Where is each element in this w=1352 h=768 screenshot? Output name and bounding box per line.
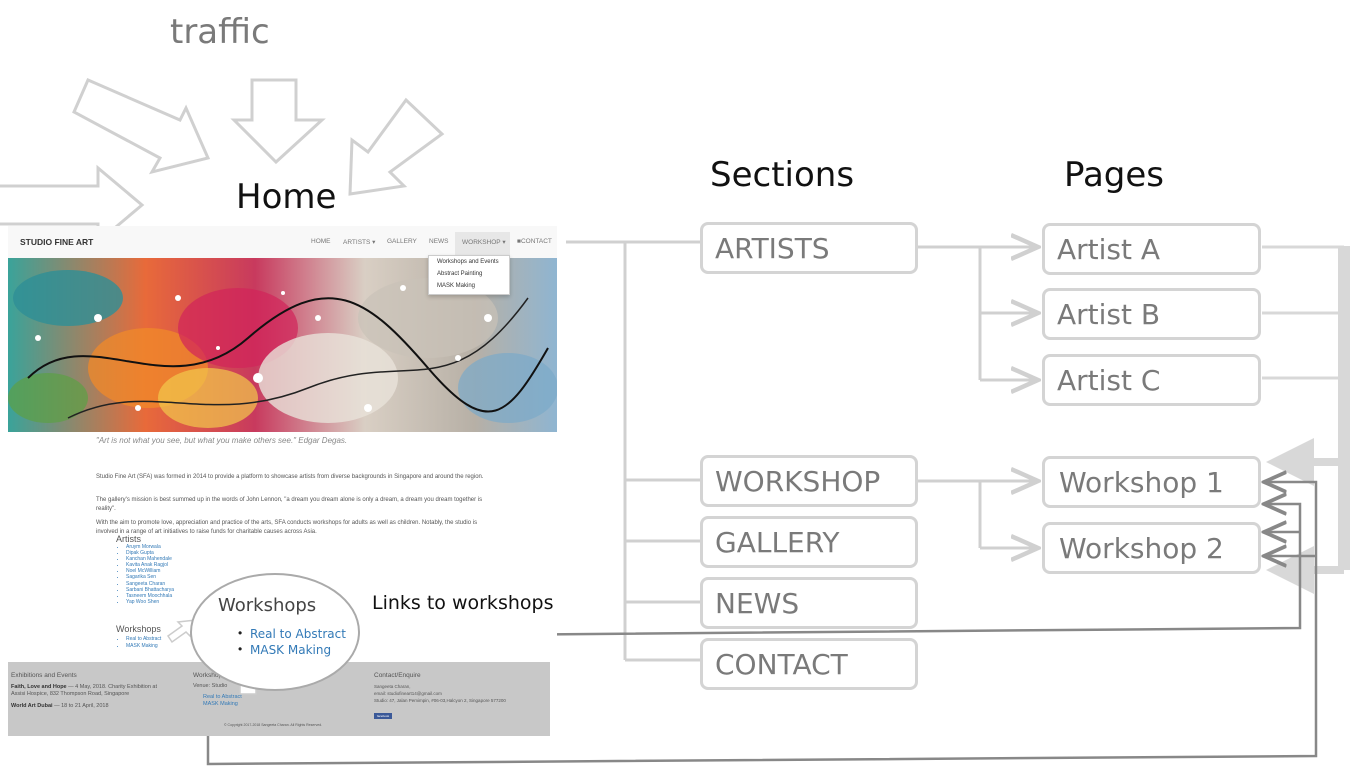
dropdown-item[interactable]: MASK Making	[437, 283, 476, 289]
site-brand[interactable]: STUDIO FINE ART	[20, 237, 94, 247]
footer-contact-address: Studio: 47, Jalan Pemimpin, #06-03,Halcy…	[374, 698, 506, 703]
artist-link[interactable]: Kanchan Mahendale	[126, 556, 174, 562]
workshops-heading: Workshops	[116, 624, 161, 634]
footer-workshop-link[interactable]: Real to Abstract	[203, 694, 242, 700]
workshop-link[interactable]: MASK Making	[126, 643, 161, 650]
page-box-artist-c: Artist C	[1042, 354, 1261, 406]
about-paragraph: Studio Fine Art (SFA) was formed in 2014…	[96, 474, 484, 480]
workshop-link[interactable]: Real to Abstract	[126, 636, 161, 643]
nav-contact-label: CONTACT	[520, 238, 552, 245]
page-label: Workshop 2	[1059, 531, 1224, 565]
event-name: World Art Dubai	[11, 703, 53, 709]
about-paragraph: The gallery's mission is best summed up …	[96, 497, 483, 512]
abstract-painting-image	[8, 258, 557, 432]
links-to-workshops-label: Links to workshops	[372, 592, 554, 614]
footer-workshops-title: Workshops	[193, 672, 226, 679]
section-label: NEWS	[715, 586, 800, 620]
section-box-gallery: GALLERY	[700, 516, 918, 568]
nav-contact[interactable]: ■CONTACT	[517, 238, 552, 245]
section-label: WORKSHOP	[715, 464, 881, 498]
footer-events-title: Exhibitions and Events	[11, 672, 77, 679]
artist-link[interactable]: Sagarika Sen	[126, 574, 174, 580]
sections-label: Sections	[710, 155, 855, 195]
artists-list: Aruym Morwala Dipak Gupta Kanchan Mahend…	[114, 544, 174, 605]
footer-workshop-link[interactable]: MASK Making	[203, 701, 238, 707]
artist-link[interactable]: Kavita Anak Ragjol	[126, 562, 174, 568]
section-box-artists: ARTISTS	[700, 222, 918, 274]
page-label: Workshop 1	[1059, 465, 1224, 499]
artist-link[interactable]: Aruym Morwala	[126, 544, 174, 550]
bullet-icon: •	[238, 626, 243, 640]
nav-artists[interactable]: ARTISTS ▾	[343, 239, 376, 246]
workshops-list: Real to Abstract MASK Making	[114, 636, 161, 650]
home-label: Home	[236, 177, 337, 217]
event-details: — 4 May, 2018. Charity Exhibition at Ass…	[11, 684, 158, 697]
footer-venue: Venue: Studio	[193, 683, 228, 689]
callout-link-real-to-abstract[interactable]: Real to Abstract	[250, 627, 346, 641]
page-label: Artist C	[1057, 363, 1161, 397]
page-label: Artist A	[1057, 232, 1161, 266]
about-paragraph: With the aim to promote love, appreciati…	[96, 520, 478, 535]
page-box-workshop-1: Workshop 1	[1042, 456, 1261, 508]
footer-contact-email[interactable]: email: studiofineart14@gmail.com	[374, 691, 442, 696]
artist-link[interactable]: Sangeeta Charan	[126, 581, 174, 587]
section-box-workshop: WORKSHOP	[700, 455, 918, 507]
section-label: CONTACT	[715, 647, 848, 681]
bullet-icon: •	[238, 642, 243, 656]
artist-link[interactable]: Dipak Gupta	[126, 550, 174, 556]
nav-news[interactable]: NEWS	[429, 238, 449, 245]
dropdown-item[interactable]: Workshops and Events	[437, 259, 499, 265]
page-label: Artist B	[1057, 297, 1161, 331]
hero-painting	[8, 258, 557, 432]
nav-home[interactable]: HOME	[311, 238, 331, 245]
callout-title: Workshops	[218, 595, 317, 616]
workshops-callout: Workshops • Real to Abstract • MASK Maki…	[190, 573, 360, 691]
artists-heading: Artists	[116, 534, 142, 544]
nav-workshop[interactable]: WORKSHOP ▾	[462, 239, 506, 246]
footer-event-2: World Art Dubai — 18 to 21 April, 2018	[11, 703, 109, 709]
facebook-button[interactable]: facebook	[374, 713, 392, 719]
section-box-news: NEWS	[700, 577, 918, 629]
footer-contact-title: Contact/Enquire	[374, 672, 421, 679]
event-name: Faith, Love and Hope	[11, 684, 67, 690]
site-navbar: STUDIO FINE ART HOME ARTISTS ▾ GALLERY N…	[8, 226, 557, 259]
user-icon: ■	[517, 238, 521, 245]
artist-link[interactable]: Noel McWilliam	[126, 568, 174, 574]
traffic-arrows	[0, 78, 445, 246]
section-label: ARTISTS	[715, 231, 830, 265]
event-details: — 18 to 21 April, 2018	[52, 703, 109, 709]
callout-link-mask-making[interactable]: MASK Making	[250, 643, 332, 657]
workshop-dropdown-menu: Workshops and Events Abstract Painting M…	[428, 255, 510, 295]
footer-contact-name: Sangeeta Charan,	[374, 684, 411, 689]
traffic-label: traffic	[170, 12, 270, 52]
artist-link[interactable]: Tasneem Moochhala	[126, 593, 174, 599]
site-quote: "Art is not what you see, but what you m…	[96, 436, 348, 445]
section-label: GALLERY	[715, 525, 840, 559]
page-box-workshop-2: Workshop 2	[1042, 522, 1261, 574]
page-box-artist-a: Artist A	[1042, 223, 1261, 275]
section-box-contact: CONTACT	[700, 638, 918, 690]
artist-link[interactable]: Yap Woo Shen	[126, 599, 174, 605]
nav-active-bg	[455, 232, 510, 256]
artist-link[interactable]: Sarbani Bhattacharya	[126, 587, 174, 593]
page-box-artist-b: Artist B	[1042, 288, 1261, 340]
footer-event-1: Faith, Love and Hope — 4 May, 2018. Char…	[11, 684, 171, 698]
nav-gallery[interactable]: GALLERY	[387, 238, 417, 245]
pages-label: Pages	[1064, 155, 1165, 195]
footer-copyright: © Copyright 2017-2018 Sangeeta Charan. A…	[224, 723, 323, 727]
dropdown-item[interactable]: Abstract Painting	[437, 271, 483, 277]
